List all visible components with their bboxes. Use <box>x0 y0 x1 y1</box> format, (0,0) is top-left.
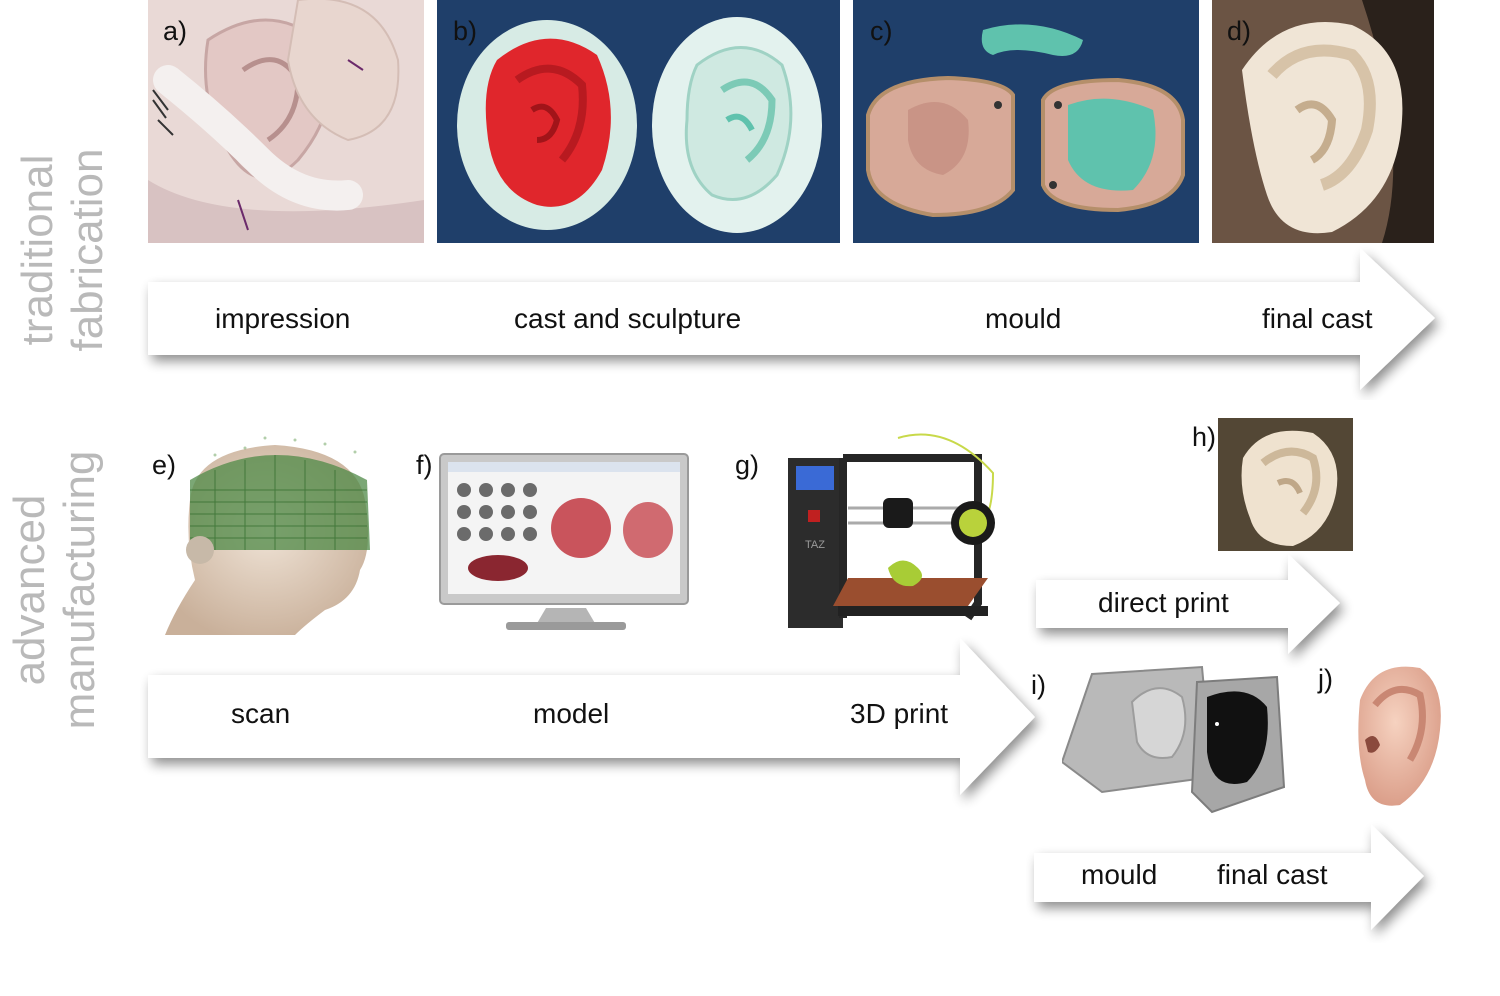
panel-model-monitor <box>436 450 704 635</box>
panel-impression-photo <box>148 0 424 243</box>
panel-label-b: b) <box>453 16 478 46</box>
traditional-process-arrow <box>148 248 1435 390</box>
advanced-manufacturing-label: advanced manufacturing <box>5 440 105 740</box>
panel-label-j: j) <box>1318 664 1333 694</box>
advanced-process-arrow <box>148 638 1035 795</box>
side-label-line-2: manufacturing <box>55 450 104 730</box>
step-mould-advanced: mould <box>1081 859 1158 890</box>
panel-label-f: f) <box>416 450 433 480</box>
step-direct-print: direct print <box>1098 587 1229 618</box>
step-impression: impression <box>215 303 351 334</box>
step-scan: scan <box>231 698 291 729</box>
side-label-line-2: fabrication <box>63 148 112 352</box>
panel-label-g: g) <box>735 450 760 480</box>
panel-label-h: h) <box>1192 422 1217 452</box>
step-3d-print: 3D print <box>850 698 949 729</box>
panel-label-a: a) <box>163 16 188 46</box>
panel-3d-printer: TAZ <box>778 428 1018 633</box>
panel-scan-image <box>155 430 385 635</box>
step-final-cast-advanced: final cast <box>1217 859 1328 890</box>
printer-brand-text: TAZ <box>805 539 825 551</box>
panel-final-cast-photo <box>1212 0 1434 243</box>
mould-final-cast-arrow <box>1034 824 1424 930</box>
panel-cast-sculpture-photo <box>437 0 840 243</box>
step-final-cast: final cast <box>1262 303 1373 334</box>
panel-label-d: d) <box>1227 16 1252 46</box>
panel-label-e: e) <box>152 450 177 480</box>
step-mould: mould <box>985 303 1062 334</box>
direct-print-arrow <box>1036 554 1340 654</box>
side-label-line-1: traditional <box>13 154 62 346</box>
traditional-fabrication-label: traditional fabrication <box>13 125 113 375</box>
panel-label-c: c) <box>870 16 893 46</box>
panel-mould-photo <box>853 0 1199 243</box>
panel-mould-render <box>1062 662 1292 824</box>
step-cast-and-sculpture: cast and sculpture <box>514 303 742 334</box>
panel-direct-print-photo <box>1218 418 1353 551</box>
panel-silicone-ear <box>1340 660 1445 810</box>
side-label-line-1: advanced <box>5 494 54 686</box>
step-model: model <box>533 698 610 729</box>
panel-label-i: i) <box>1031 670 1046 700</box>
